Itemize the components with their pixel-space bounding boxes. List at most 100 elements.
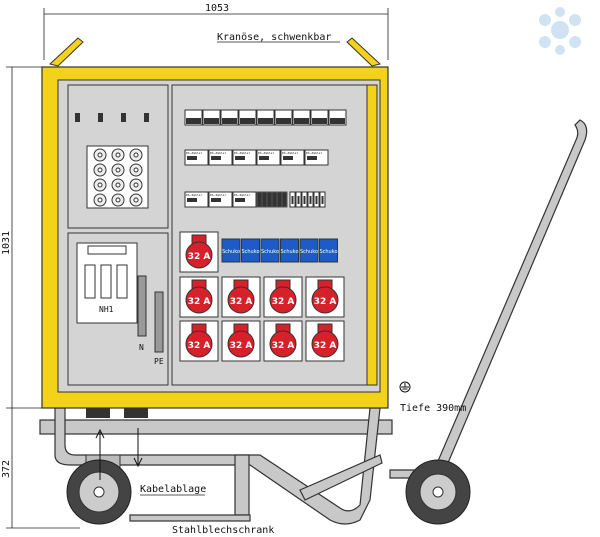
meter-terminal [98, 113, 103, 122]
fuse-holder[interactable] [93, 178, 107, 192]
socket-rating-label: 32 A [314, 297, 337, 307]
svg-text:DS-Zähler: DS-Zähler [210, 193, 226, 197]
mcb-module[interactable] [313, 191, 320, 208]
wheel-rear [405, 459, 471, 525]
circuit-breaker[interactable] [328, 109, 347, 126]
ds-meter: DS-Zähler [304, 149, 329, 166]
main-switch-label: NH1 [99, 305, 114, 314]
schuko-socket[interactable]: Schuko [280, 238, 299, 263]
mcb-module[interactable] [289, 191, 296, 208]
fuse-holder[interactable] [111, 178, 125, 192]
schuko-socket[interactable]: Schuko [221, 238, 241, 263]
meter-terminal [75, 113, 80, 122]
rcd-module[interactable] [261, 191, 268, 208]
rcd-module[interactable] [266, 191, 273, 208]
cee-socket-32a[interactable]: 32 A [179, 276, 219, 318]
ds-meter: DS-Zähler [184, 149, 209, 166]
fuse-holder[interactable] [129, 148, 143, 162]
svg-text:DS-Zähler: DS-Zähler [234, 193, 250, 197]
circuit-breaker[interactable] [274, 109, 293, 126]
base-height-label: 372 [1, 460, 12, 478]
pe-bar [154, 291, 164, 353]
schuko-socket[interactable]: Schuko [260, 238, 280, 263]
schuko-socket[interactable]: Schuko [299, 238, 319, 263]
svg-text:DS-Zähler: DS-Zähler [210, 151, 226, 155]
schuko-label: Schuko [261, 249, 279, 255]
circuit-breaker[interactable] [184, 109, 203, 126]
crane-eye [48, 37, 382, 67]
socket-rating-label: 32 A [272, 341, 295, 351]
fuse-holder[interactable] [129, 193, 143, 207]
fuse-holder[interactable] [111, 163, 125, 177]
schuko-socket[interactable]: Schuko [319, 238, 338, 263]
schuko-socket[interactable]: Schuko [241, 238, 260, 263]
trolley-frame [39, 119, 588, 525]
cee-socket-32a[interactable]: 32 A [179, 231, 219, 273]
fuse-holder[interactable] [129, 178, 143, 192]
meter-terminal [121, 113, 126, 122]
mcb-module[interactable] [295, 191, 302, 208]
cee-socket-32a[interactable]: 32 A [221, 276, 261, 318]
cee-socket-32a[interactable]: 32 A [305, 320, 345, 362]
fuse-holder[interactable] [129, 163, 143, 177]
mcb-module[interactable] [319, 191, 326, 208]
dimension-width [43, 8, 389, 60]
svg-text:DS-Zähler: DS-Zähler [186, 193, 202, 197]
mcb-module[interactable] [301, 191, 308, 208]
cee-socket-32a[interactable]: 32 A [221, 320, 261, 362]
socket-rating-label: 32 A [272, 297, 295, 307]
rcd-module[interactable] [276, 191, 283, 208]
circuit-breaker[interactable] [238, 109, 257, 126]
circuit-breaker[interactable] [310, 109, 329, 126]
fuse-block [75, 113, 149, 209]
rcd-module[interactable] [271, 191, 278, 208]
socket-rating-label: 32 A [230, 341, 253, 351]
cee-socket-32a[interactable]: 32 A [263, 276, 303, 318]
circuit-breaker[interactable] [202, 109, 221, 126]
neutral-label: N [139, 343, 144, 352]
rcd-module[interactable] [281, 191, 288, 208]
earth-symbol-icon [399, 381, 411, 393]
fuse-holder[interactable] [93, 193, 107, 207]
fuse-holder[interactable] [93, 148, 107, 162]
fuse-holder[interactable] [93, 163, 107, 177]
circuit-breaker[interactable] [292, 109, 311, 126]
crane-eye-label: Kranöse, schwenkbar [217, 32, 331, 43]
brand-logo-watermark [539, 7, 581, 55]
fuse-holder[interactable] [111, 193, 125, 207]
cee-socket-32a[interactable]: 32 A [305, 276, 345, 318]
mcb-module[interactable] [307, 191, 314, 208]
rcd-module[interactable] [256, 191, 263, 208]
svg-text:DS-Zähler: DS-Zähler [234, 151, 250, 155]
svg-text:DS-Zähler: DS-Zähler [306, 151, 322, 155]
svg-text:DS-Zähler: DS-Zähler [186, 151, 202, 155]
ds-meter: DS-Zähler [232, 191, 257, 208]
meter-terminal [144, 113, 149, 122]
neutral-bar [137, 275, 147, 337]
socket-rating-label: 32 A [314, 341, 337, 351]
ds-meter: DS-Zähler [184, 191, 209, 208]
svg-text:DS-Zähler: DS-Zähler [258, 151, 274, 155]
schuko-label: Schuko [280, 249, 298, 255]
socket-rating-label: 32 A [188, 297, 211, 307]
cee-socket-32a[interactable]: 32 A [179, 320, 219, 362]
socket-rating-label: 32 A [188, 341, 211, 351]
cabinet-height-label: 1031 [1, 231, 12, 255]
fuse-holder[interactable] [111, 148, 125, 162]
ds-meter: DS-Zähler [232, 149, 257, 166]
cable-storage-label: Kabelablage [140, 484, 206, 495]
cable-arrows [95, 428, 143, 480]
schuko-label: Schuko [300, 249, 318, 255]
schuko-label: Schuko [319, 249, 337, 255]
ds-meter: DS-Zähler [208, 191, 233, 208]
circuit-breaker[interactable] [220, 109, 239, 126]
ds-meter: DS-Zähler [208, 149, 233, 166]
wheel-front [66, 454, 132, 525]
socket-rating-label: 32 A [230, 297, 253, 307]
circuit-breaker[interactable] [256, 109, 275, 126]
cee-socket-32a[interactable]: 32 A [263, 320, 303, 362]
width-dimension-label: 1053 [205, 3, 229, 14]
ds-meter: DS-Zähler [280, 149, 305, 166]
